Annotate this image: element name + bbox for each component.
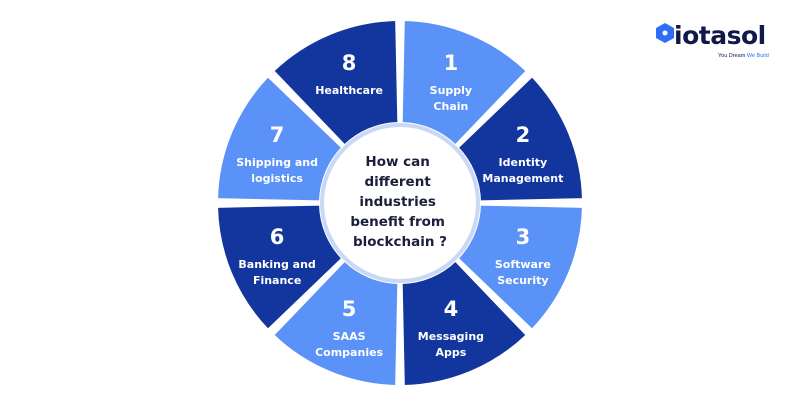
segment-label-3: Software <box>495 258 551 271</box>
segment-label-4: Apps <box>435 346 466 359</box>
segment-label-5: Companies <box>315 346 383 359</box>
segment-label-2: Management <box>482 172 563 185</box>
segment-label-5: SAAS <box>333 330 366 343</box>
hexagon-logo-icon <box>656 23 674 43</box>
segment-label-3: Security <box>497 274 548 287</box>
iotasol-logo: iotasol You Dream We Build <box>656 19 769 67</box>
segment-number-3: 3 <box>516 225 531 249</box>
segment-label-6: Banking and <box>238 258 315 271</box>
segment-number-1: 1 <box>444 51 459 75</box>
center-circle <box>320 123 480 283</box>
segment-number-4: 4 <box>444 297 459 321</box>
segment-label-8: Healthcare <box>315 84 383 97</box>
segment-label-7: Shipping and <box>236 156 318 169</box>
logo-tagline: You Dream We Build <box>718 53 769 59</box>
segment-label-1: Supply <box>430 84 472 97</box>
segment-label-7: logistics <box>251 172 303 185</box>
center-question: How can different industries benefit fro… <box>350 154 449 250</box>
logo-brand-name: iotasol <box>674 21 766 50</box>
segment-label-4: Messaging <box>418 330 484 343</box>
segment-label-2: Identity <box>499 156 548 169</box>
segment-number-6: 6 <box>270 225 285 249</box>
segment-number-8: 8 <box>342 51 357 75</box>
segment-label-1: Chain <box>433 100 468 113</box>
segment-number-2: 2 <box>516 123 531 147</box>
segment-number-7: 7 <box>270 123 285 147</box>
segment-number-5: 5 <box>342 297 357 321</box>
segment-label-6: Finance <box>253 274 301 287</box>
